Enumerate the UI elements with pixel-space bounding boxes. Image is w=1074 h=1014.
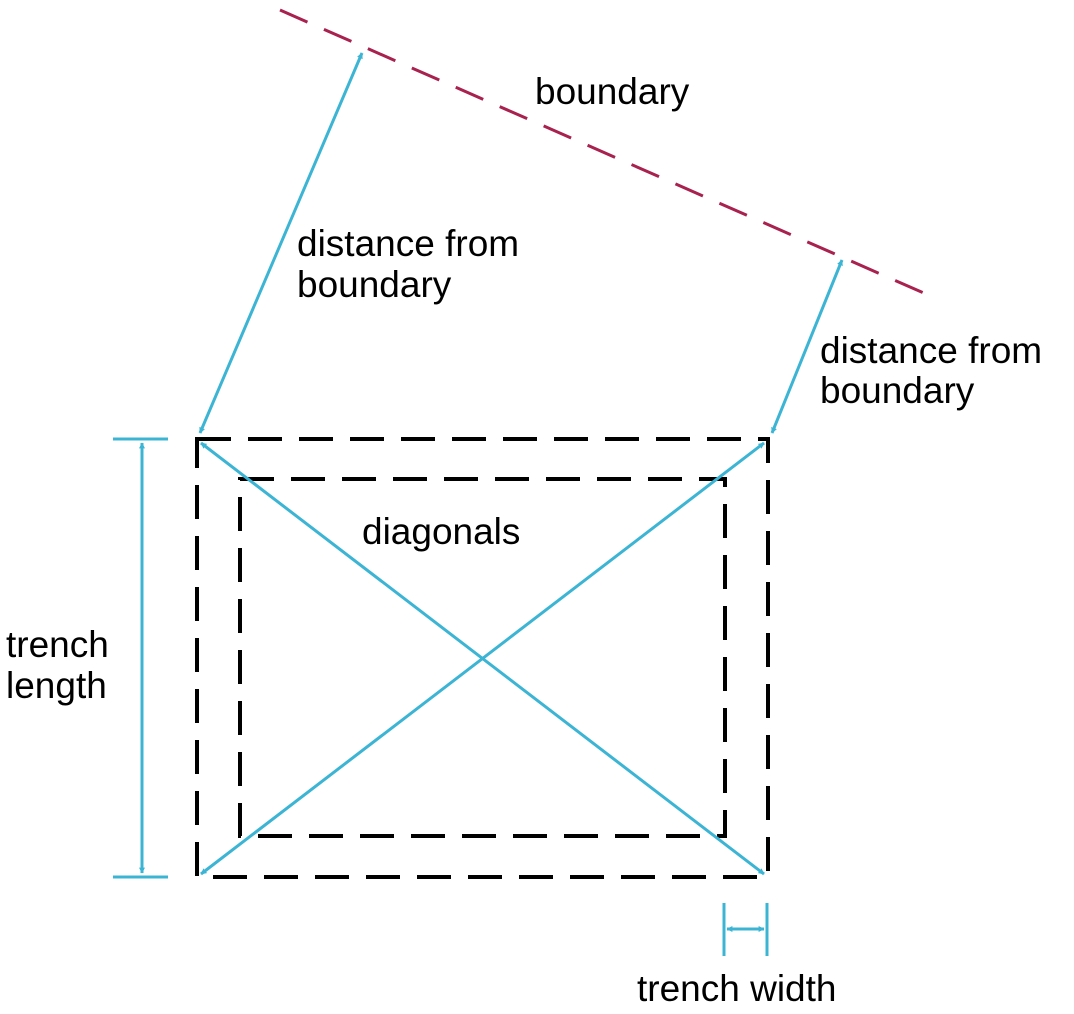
boundary-line xyxy=(279,8,936,300)
trench-width-label: trench width xyxy=(637,968,837,1009)
diagonals-label: diagonals xyxy=(362,511,520,552)
trench-outer-outline xyxy=(195,437,770,879)
diagonal-arrow-top-right-to-bottom-left xyxy=(200,441,765,876)
boundary-label: boundary xyxy=(535,71,690,112)
distance-from-boundary-left-arrow xyxy=(198,52,364,434)
distance-from-boundary-right-arrow xyxy=(770,259,844,434)
trench-length-label: trench length xyxy=(6,624,119,706)
distance-from-boundary-right-label: distance from boundary xyxy=(820,330,1052,411)
distance-from-boundary-left-label: distance from boundary xyxy=(297,223,529,305)
